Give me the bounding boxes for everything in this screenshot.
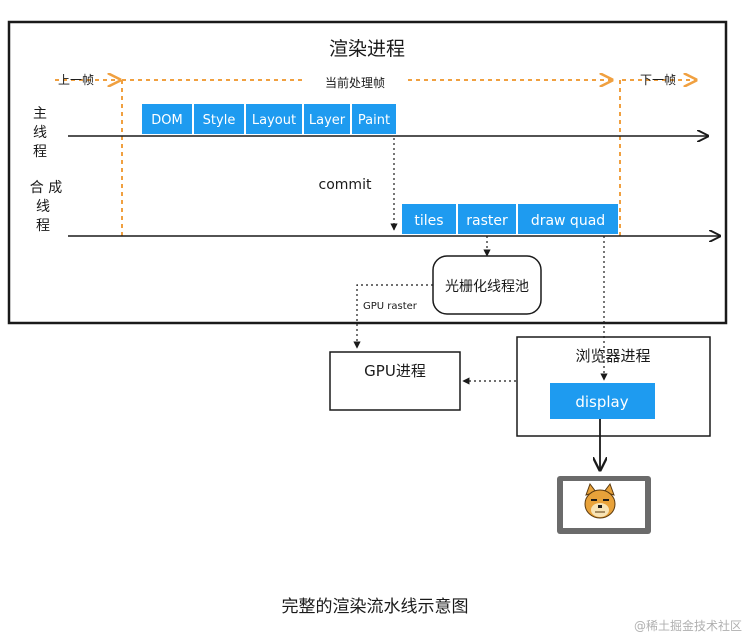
stage-raster (458, 204, 516, 234)
stage-layout (246, 104, 302, 134)
main-thread-label-line2: 线 (33, 125, 47, 141)
frame-markers (55, 80, 696, 236)
prev-frame-label: 上一帧 (58, 73, 94, 87)
display-stage-label: display (575, 393, 628, 411)
compositor-thread-label: 合 成 线 程 (30, 180, 62, 234)
stage-dom (142, 104, 192, 134)
main-thread-label-line3: 程 (33, 144, 47, 160)
stage-raster-label: raster (466, 213, 508, 229)
gpu-raster-arrow (353, 284, 433, 349)
stage-paint (352, 104, 396, 134)
gpu-raster-label: GPU raster (363, 301, 418, 312)
stage-dom-label: DOM (151, 113, 182, 128)
watermark: @稀土掘金技术社区 (634, 618, 742, 633)
compositor-label-line2: 线 (36, 199, 50, 215)
browser-process-title: 浏览器进程 (575, 347, 650, 365)
stage-style (194, 104, 244, 134)
gpu-process-label: GPU进程 (364, 362, 426, 380)
stage-draw-quad-label: draw quad (531, 213, 605, 229)
next-frame-label: 下一帧 (640, 73, 676, 87)
gpu-process-box (329, 351, 461, 411)
stage-style-label: Style (203, 113, 236, 128)
compositor-label-line1: 合 成 (30, 180, 62, 196)
stage-tiles (402, 204, 456, 234)
render-process-title: 渲染进程 (329, 38, 405, 60)
main-thread-label-line1: 主 (33, 106, 47, 122)
diagram-caption: 完整的渲染流水线示意图 (282, 597, 469, 617)
stage-draw-quad (518, 204, 618, 234)
display-stage (550, 383, 655, 419)
main-thread-stages: DOM Style Layout Layer Paint (142, 104, 396, 134)
stage-layer-label: Layer (309, 113, 346, 128)
compositor-stages: tiles raster draw quad (402, 204, 618, 234)
raster-thread-pool-label: 光栅化线程池 (445, 279, 529, 295)
current-frame-label: 当前处理帧 (325, 75, 385, 90)
render-process-frame (7, 20, 728, 325)
monitor-icon (557, 476, 651, 534)
main-thread-label: 主 线 程 (33, 106, 47, 160)
compositor-label-line3: 程 (36, 218, 50, 234)
commit-label: commit (319, 177, 372, 193)
stage-layer (304, 104, 350, 134)
doge-icon (584, 482, 616, 519)
stage-paint-label: Paint (358, 113, 390, 128)
stage-tiles-label: tiles (414, 213, 443, 229)
stage-layout-label: Layout (252, 113, 296, 128)
